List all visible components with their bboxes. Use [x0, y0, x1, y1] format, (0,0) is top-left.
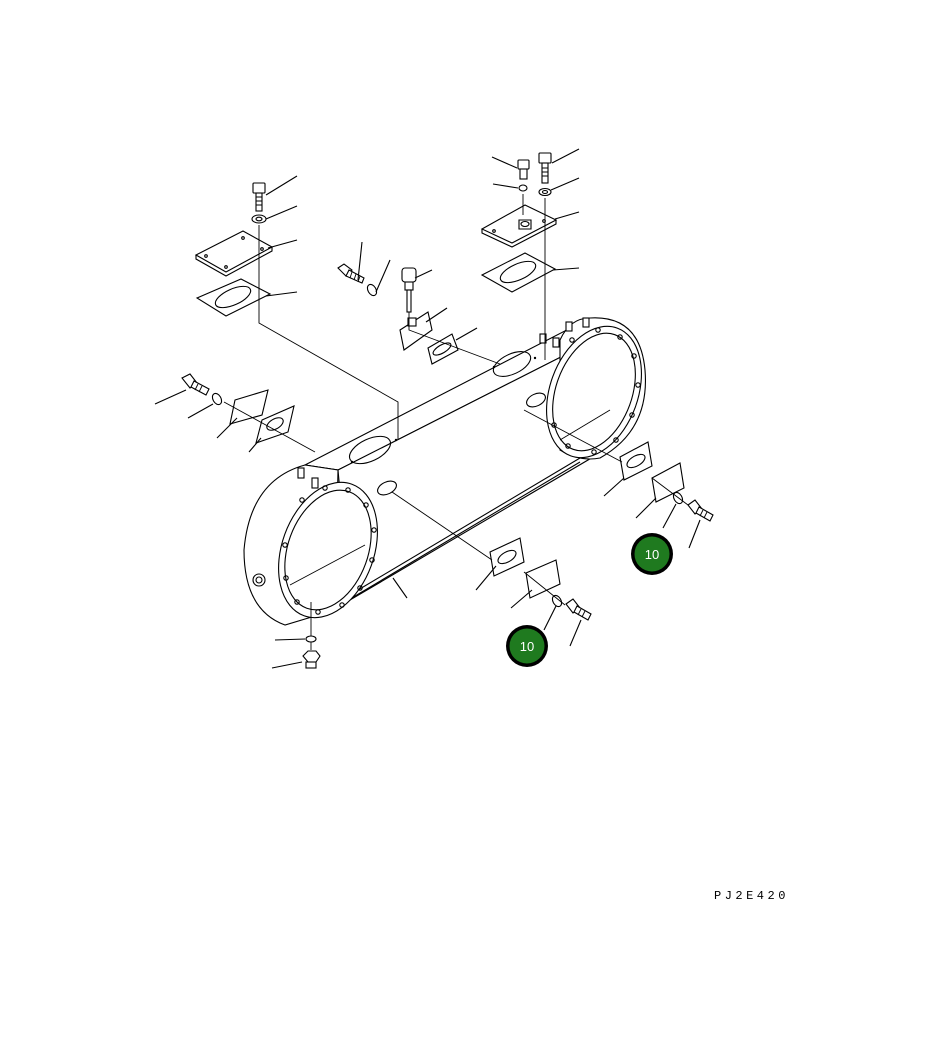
upper-right-cover-assembly	[480, 148, 580, 360]
right-ring-bolt-holes	[551, 327, 641, 455]
lower-center-cover-assembly	[391, 491, 592, 647]
callout-label-lower: 10	[520, 639, 534, 654]
chain-case-housing	[243, 317, 647, 626]
left-side-cover-assembly	[154, 373, 316, 453]
bottom-drain-plug	[271, 602, 321, 669]
callout-bubble-lower[interactable]: 10	[506, 625, 548, 667]
drawing-code-label: PJ2E420	[714, 889, 789, 903]
callout-bubble-right[interactable]: 10	[631, 533, 673, 575]
callout-label-right: 10	[645, 547, 659, 562]
upper-center-breather-assembly	[337, 241, 501, 365]
upper-left-cover-assembly	[194, 175, 399, 440]
left-ring-bolt-holes	[282, 485, 377, 615]
right-side-cover-assembly	[523, 409, 714, 549]
